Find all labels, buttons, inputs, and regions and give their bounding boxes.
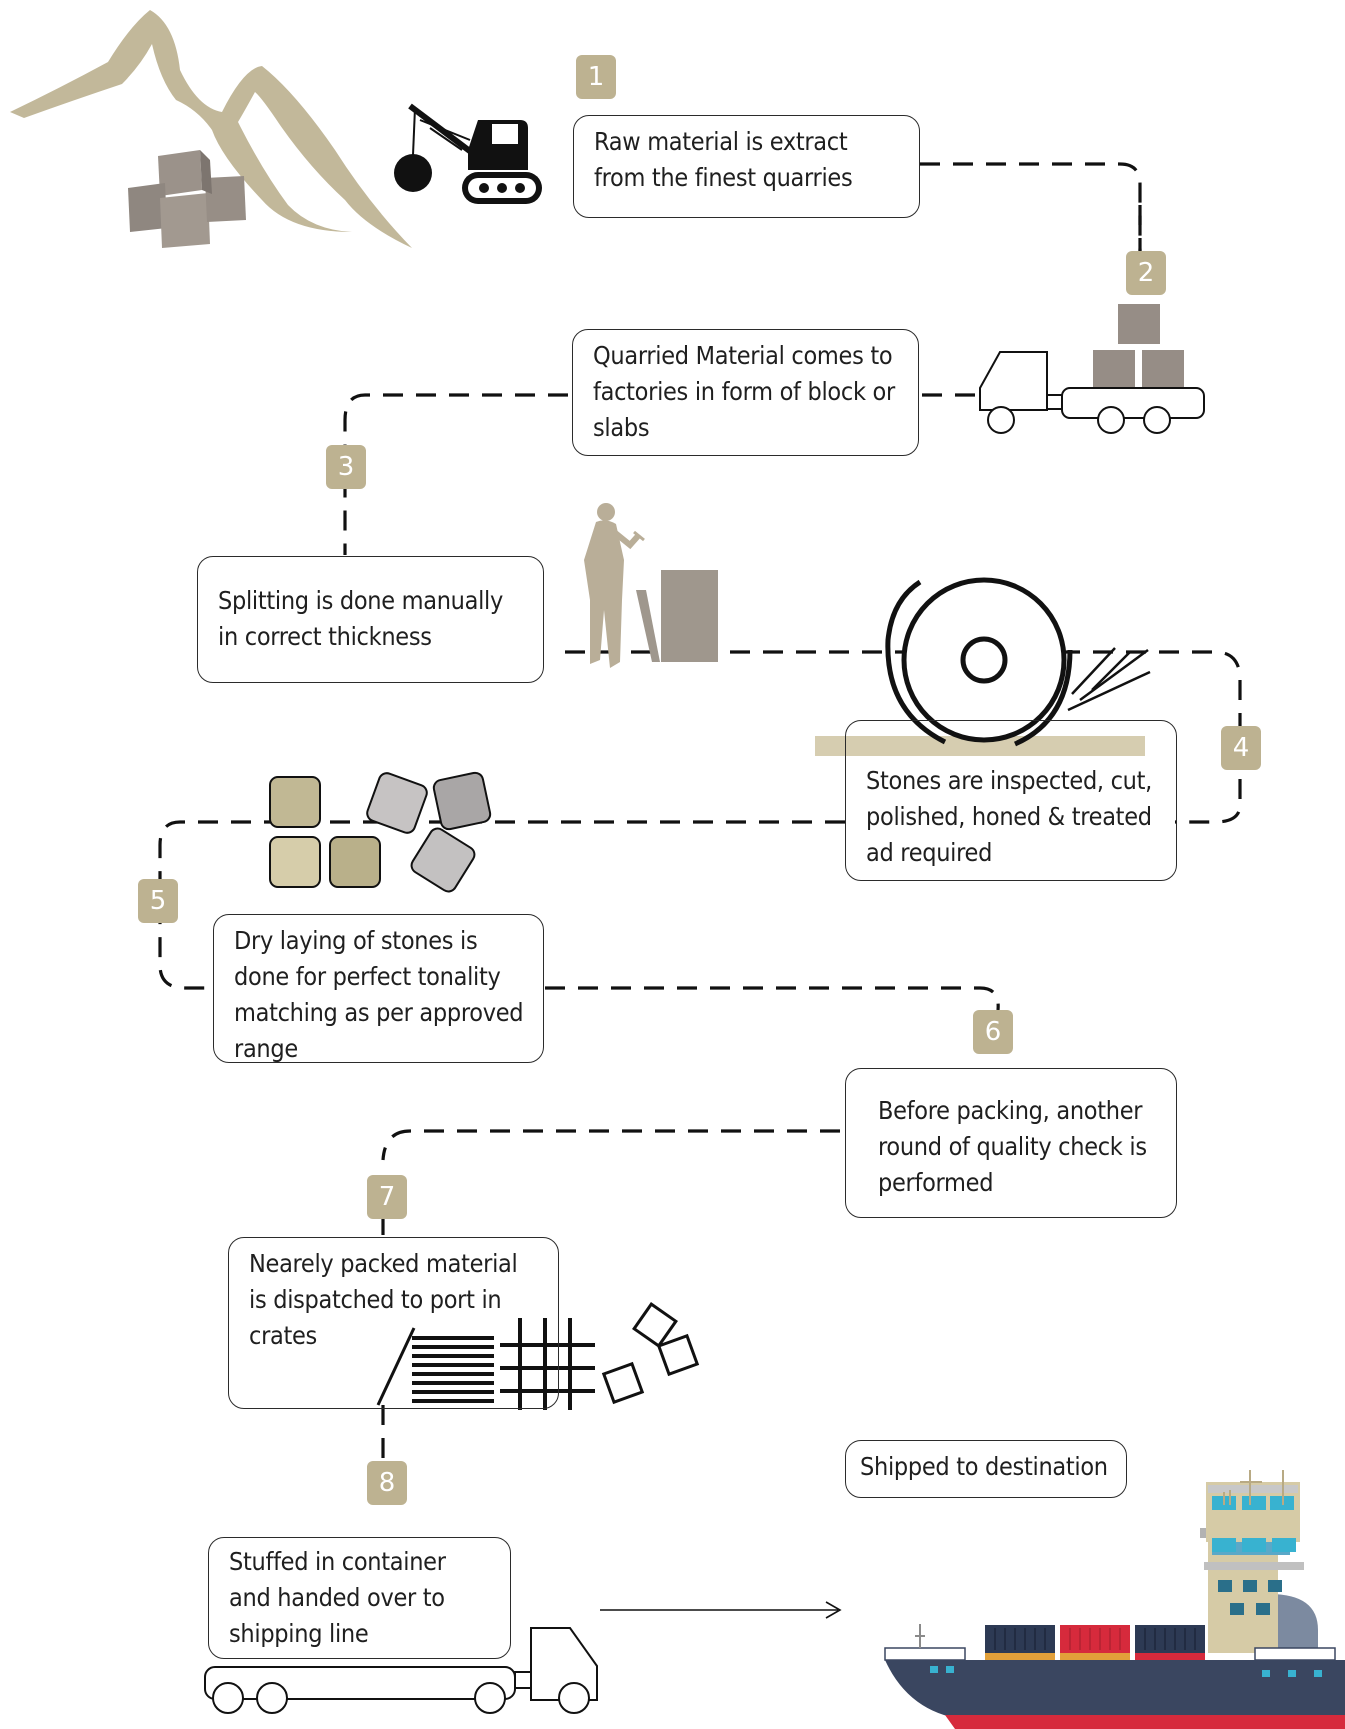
step-5-text: Dry laying of stones is done for perfect…: [234, 926, 524, 1063]
ship-arrow: [600, 1601, 842, 1619]
step-6-box: Before packing, another round of quality…: [845, 1068, 1177, 1218]
step-3-box: Splitting is done manually in correct th…: [197, 556, 544, 683]
crane-icon: [394, 103, 542, 204]
step-4-number: 4: [1221, 726, 1261, 770]
crates-icon: [376, 1302, 700, 1410]
stone-blocks-icon: [128, 150, 246, 248]
container-truck-icon: [204, 1627, 598, 1714]
step-6-text: Before packing, another round of quality…: [878, 1096, 1147, 1197]
step-7-box: Nearely packed material is dispatched to…: [228, 1237, 559, 1409]
step-1-box: Raw material is extract from the finest …: [573, 115, 920, 218]
dry-laying-tiles-icon: [269, 771, 492, 893]
step-8-number: 8: [367, 1461, 407, 1505]
step-4-box: Stones are inspected, cut, polished, hon…: [845, 720, 1177, 881]
step-8-box: Stuffed in container and handed over to …: [208, 1537, 511, 1659]
step-2-text: Quarried Material comes to factories in …: [593, 341, 895, 442]
step-2-box: Quarried Material comes to factories in …: [572, 329, 919, 456]
truck-with-blocks-icon: [979, 304, 1205, 434]
step-3-number: 3: [326, 445, 366, 489]
cutting-wheel-icon: [815, 577, 1151, 756]
final-destination-box: Shipped to destination: [845, 1440, 1127, 1498]
step-2-number: 2: [1126, 251, 1166, 295]
cargo-ship-icon: [884, 1470, 1345, 1729]
step-8-text: Stuffed in container and handed over to …: [229, 1547, 446, 1648]
step-4-text: Stones are inspected, cut, polished, hon…: [866, 766, 1152, 867]
step-6-number: 6: [973, 1010, 1013, 1054]
step-5-box: Dry laying of stones is done for perfect…: [213, 914, 544, 1063]
final-destination-text: Shipped to destination: [860, 1452, 1108, 1481]
step-5-number: 5: [138, 879, 178, 923]
step-1-number: 1: [576, 55, 616, 99]
step-7-number: 7: [367, 1175, 407, 1219]
step-7-text: Nearely packed material is dispatched to…: [249, 1249, 518, 1350]
mountain-icon: [10, 10, 412, 248]
step-3-text: Splitting is done manually in correct th…: [218, 586, 504, 651]
worker-splitting-icon: [584, 503, 718, 668]
step-1-text: Raw material is extract from the finest …: [594, 127, 853, 192]
